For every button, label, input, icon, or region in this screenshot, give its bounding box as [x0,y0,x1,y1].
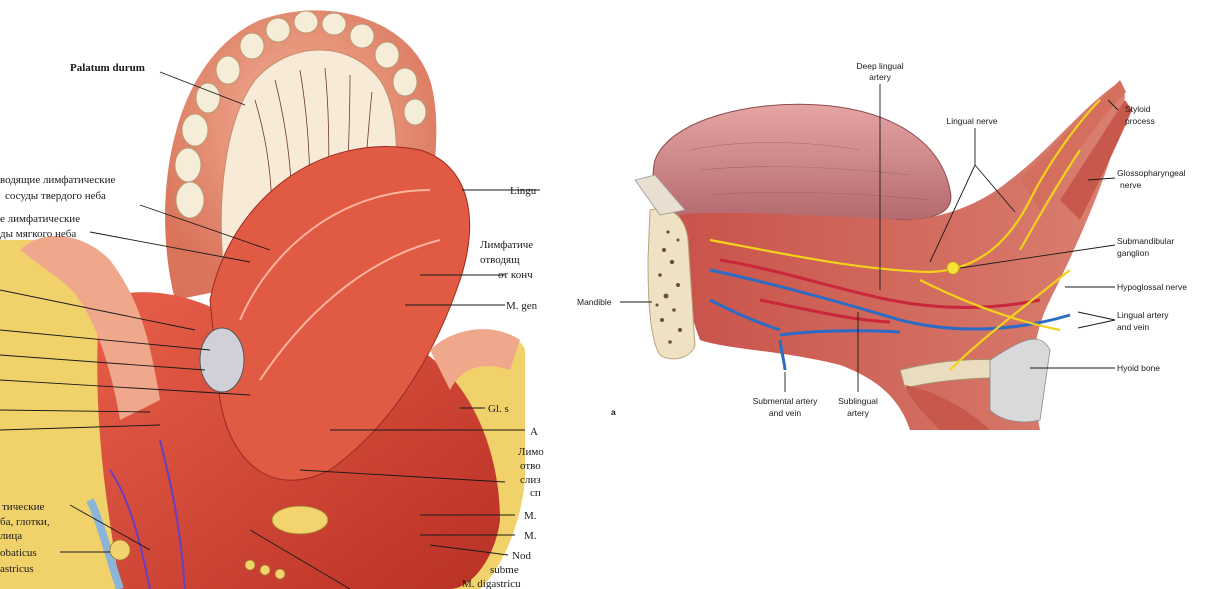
label-m-digastric: M. digastricu [462,578,521,589]
label-lymph-hard-1: водящие лимфатические [0,174,116,186]
left-leader-lines [0,71,540,589]
panel-letter: a [611,407,616,417]
label-lymph-r3: от конч [498,269,533,281]
lymph-nodes [109,539,286,580]
mandible-section [647,208,696,360]
label-lymph-soft-2: ды мягкого неба [0,228,76,240]
label-lymph-bl-2: ба, глотки, [0,516,50,528]
label-m1: M. [524,510,537,522]
right-anatomy-illustration: Deep lingual artery Lingual nerve Styloi… [560,0,1229,589]
label-glosso-1: Glossopharyngeal [1117,168,1186,178]
label-lymph-r5: отво [520,460,541,472]
right-leader-lines [620,84,1119,392]
right-illustration-svg: Deep lingual artery Lingual nerve Styloi… [577,61,1187,430]
label-lymph-r7: сп [530,487,541,499]
lower-gum-right [430,329,520,390]
label-submand-1: Submandibular [1117,236,1174,246]
label-lingu: Lingu [510,185,537,197]
label-mandible: Mandible [577,297,612,307]
label-lingual-nerve: Lingual nerve [946,116,997,126]
label-a: A [530,426,538,438]
label-glosso-2: nerve [1120,180,1142,190]
label-submental-2: and vein [769,408,801,418]
label-lymph-r1: Лимфатиче [480,239,533,251]
tongue-muscles [680,85,1125,430]
label-deep-lingual-1: Deep lingual [856,61,903,71]
gland [199,327,245,393]
tongue [209,146,471,481]
label-lymph-hard-2: сосуды твердого неба [5,190,106,202]
arteries [719,258,1041,324]
label-submental-1: Submental artery [753,396,818,406]
submandibular-ganglion [946,261,960,275]
tooth-crown [634,174,686,216]
label-nod: Nod [512,550,531,562]
nerves [709,99,1101,371]
label-palatum-durum: Palatum durum [70,62,145,74]
upper-teeth [174,10,427,219]
label-lymph-bl-3: лица [0,530,22,542]
label-m2: M. [524,530,537,542]
label-lymph-r4: Лимо [518,446,544,458]
label-m-gen: M. gen [506,300,538,312]
label-lingual-av-2: and vein [1117,322,1149,332]
label-subm: submе [490,564,519,576]
label-lingual-av-1: Lingual artery [1117,310,1169,320]
label-deep-lingual-2: artery [869,72,891,82]
hyoid-ring [271,505,329,535]
label-styloid-1: Styloid [1125,104,1151,114]
tongue-dorsum [652,103,952,221]
left-anatomy-illustration: Palatum durum водящие лимфатические сосу… [0,0,548,589]
label-lymph-bl-1: тические [2,501,44,513]
lower-gum-left [20,236,160,420]
left-illustration-svg: Palatum durum водящие лимфатические сосу… [0,10,544,589]
label-sublingual-2: artery [847,408,869,418]
label-gl: Gl. s [488,403,509,415]
label-lymph-r6: слиз [520,474,541,486]
label-styloid-2: process [1125,116,1155,126]
label-lymph-r2: отводящ [480,254,520,266]
label-hyoid: Hyoid bone [1117,363,1160,373]
label-hypoglossal: Hypoglossal nerve [1117,282,1187,292]
label-sublingual-1: Sublingual [838,396,878,406]
label-submand-2: ganglion [1117,248,1149,258]
label-lymph-soft-1: е лимфатические [0,213,80,225]
left-vessels [109,439,186,589]
label-obaticus: obaticus [0,547,37,559]
label-astricus: astricus [0,563,34,575]
vessel-segment [989,338,1051,423]
veins [709,268,1071,337]
